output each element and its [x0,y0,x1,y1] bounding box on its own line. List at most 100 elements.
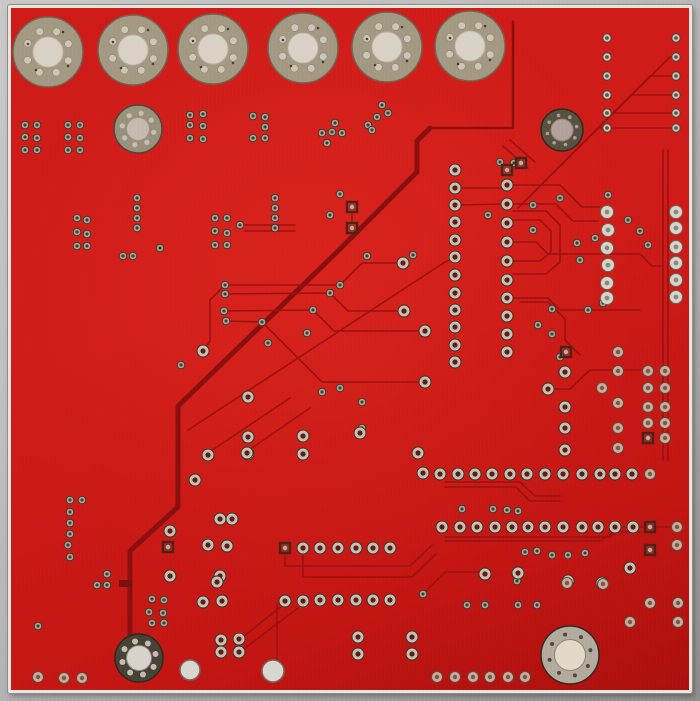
via-hole [674,93,678,97]
via-hole [338,192,342,196]
via-hole [300,598,306,604]
via-hole [525,524,531,530]
via-hole [536,323,540,327]
pad-center [197,33,229,65]
via-hole [662,435,668,441]
via-hole [201,124,205,128]
via-hole [387,545,393,551]
via-hole [593,236,597,240]
speck [563,142,568,147]
via-hole [85,218,89,222]
via-hole [300,451,306,457]
pad-dot [217,24,226,33]
speck [132,638,139,645]
pad-dot [52,27,61,36]
via-hole [452,272,458,278]
via-hole [452,290,458,296]
via-hole [415,450,421,456]
via-hole [135,206,139,210]
via-hole [507,471,513,477]
via-hole [675,619,681,625]
via-hole [236,649,242,655]
square-pad-center [647,524,654,531]
via-hole [486,213,490,217]
speck [121,646,128,653]
via-hole [605,55,609,59]
via-hole [158,246,162,250]
via-hole [674,542,680,548]
via-hole [273,226,277,230]
via-hole [338,283,342,287]
via-hole [673,225,679,231]
via-hole [188,123,192,127]
trace [512,219,552,262]
via-hole [411,253,415,257]
pad-dot [151,129,157,135]
via-hole [550,553,554,557]
pad-dot [486,33,495,42]
via-hole [400,260,406,266]
via-hole [386,111,390,115]
via-hole [615,349,621,355]
via-hole [627,619,633,625]
via-hole [78,148,82,152]
via-hole [317,597,323,603]
via-hole [612,471,618,477]
pad-dot [290,64,299,73]
pad-dot [319,35,328,44]
via-hole [647,471,653,477]
via-hole [647,600,653,606]
via-hole [662,420,668,426]
via-hole [604,295,610,301]
via-hole [68,510,72,514]
via-hole [357,430,363,436]
via-hole [645,420,651,426]
trace [444,531,641,542]
pad-dot [391,22,400,31]
via-hole [516,603,520,607]
via-hole [35,136,39,140]
via-hole [504,277,510,283]
via-hole [355,651,361,657]
square-pad [345,200,359,214]
trace [460,203,502,206]
via-hole [263,115,267,119]
via-hole [452,237,458,243]
via-hole [492,524,498,530]
speck [365,37,369,41]
via-hole [68,498,72,502]
speck [152,651,159,658]
speck [545,131,550,136]
via-hole [578,258,582,262]
trace [225,320,422,383]
pad-dot [486,50,495,59]
via-hole [340,131,344,135]
pad-center [32,36,64,68]
pad-dot [457,62,466,71]
pad-dot [149,54,158,63]
trace [238,600,289,641]
via-hole [68,521,72,525]
via-hole [482,571,488,577]
via-hole [535,549,539,553]
via-hole [66,148,70,152]
via-hole [612,524,618,530]
via-hole [300,433,306,439]
via-hole [615,425,621,431]
pad-dot [229,53,238,62]
via-hole [505,674,511,680]
via-hole [504,220,510,226]
via-hole [328,291,332,295]
via-hole [75,244,79,248]
pad-dot [35,68,44,77]
via-hole [328,213,332,217]
square-pad-center [647,547,654,554]
pad-dot [403,34,412,43]
via-hole [562,447,568,453]
pad-dot [35,27,44,36]
via-hole [85,244,89,248]
via-hole [121,254,125,258]
via-hole [487,674,493,680]
via-hole [135,196,139,200]
via-hole [504,331,510,337]
